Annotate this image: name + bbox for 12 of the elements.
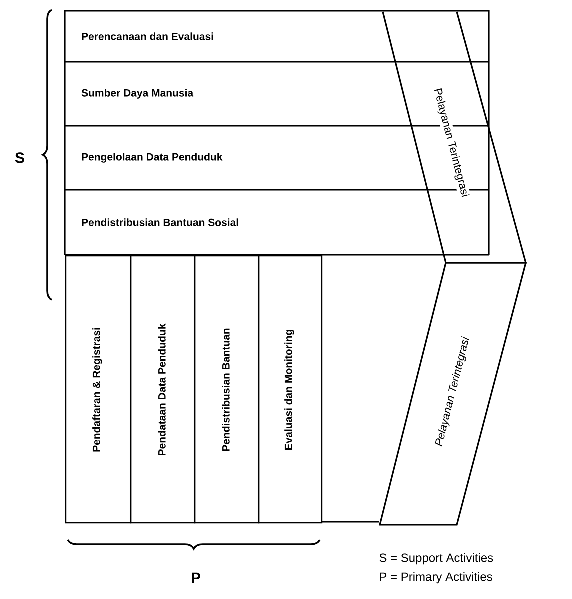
- legend-text: S = Support Activities: [380, 553, 494, 565]
- primary-activity-column: Evaluasi dan Monitoring: [258, 255, 323, 524]
- primary-activity-column: Pendistribusian Bantuan: [194, 255, 260, 524]
- primary-activity-column: Pendataan Data Penduduk: [130, 255, 196, 524]
- group-letter: P: [192, 572, 200, 584]
- legend-text: P = Primary Activities: [380, 572, 492, 584]
- support-activity-row: Pengelolaan Data Penduduk: [82, 153, 223, 163]
- group-letter: S: [15, 152, 24, 164]
- support-activity-row: Pendistribusian Bantuan Sosial: [82, 218, 238, 226]
- primary-activity-column: Pendaftaran & Registrasi: [65, 255, 132, 524]
- support-activity-row: Sumber Daya Manusia: [82, 89, 194, 99]
- support-activity-row: Perencanaan dan Evaluasi: [82, 32, 214, 40]
